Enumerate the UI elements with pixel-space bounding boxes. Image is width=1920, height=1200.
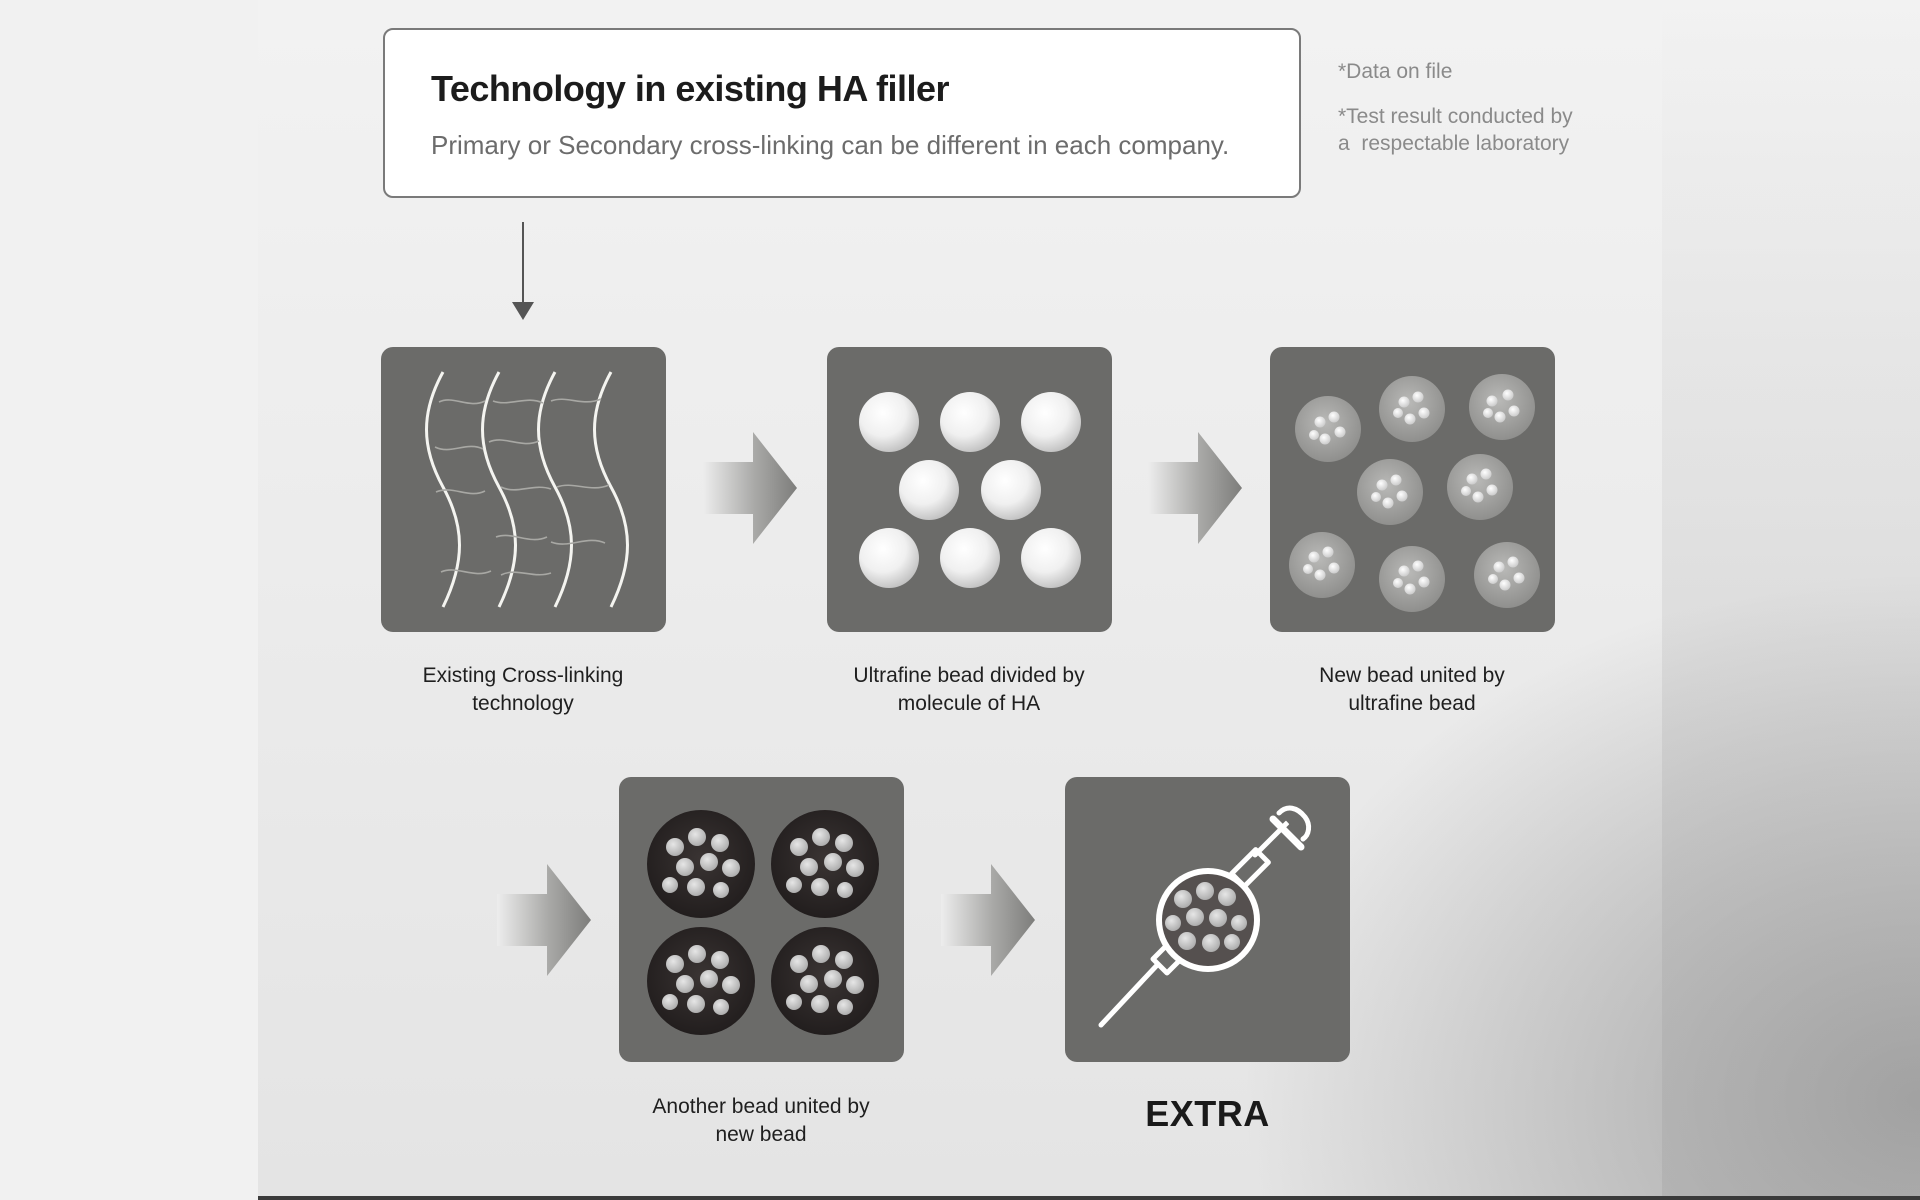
- syringe-icon: [1065, 777, 1350, 1062]
- step-panel-new-bead: [1270, 347, 1555, 632]
- page-subtitle: Primary or Secondary cross-linking can b…: [431, 130, 1229, 161]
- flow-arrow-3: [497, 864, 591, 976]
- page-title: Technology in existing HA filler: [431, 68, 949, 110]
- step-panel-another-bead: [619, 777, 904, 1062]
- clustered-beads-icon: [1270, 347, 1555, 632]
- white-beads-icon: [827, 347, 1112, 632]
- flow-arrow-1: [703, 432, 797, 544]
- left-margin: [0, 0, 258, 1200]
- caption-line: new bead: [601, 1121, 921, 1149]
- caption-line: Ultrafine bead divided by: [809, 662, 1129, 690]
- bottom-rule: [258, 1196, 1920, 1200]
- step-label-extra: EXTRA: [1065, 1093, 1350, 1135]
- down-arrow-icon: [505, 220, 541, 322]
- step-caption-new-bead: New bead united by ultrafine bead: [1252, 662, 1572, 718]
- caption-line: New bead united by: [1252, 662, 1572, 690]
- caption-line: Existing Cross-linking: [363, 662, 683, 690]
- caption-line: technology: [363, 690, 683, 718]
- footnote-test-result: *Test result conducted by a respectable …: [1338, 103, 1638, 157]
- step-panel-ultrafine-bead: [827, 347, 1112, 632]
- footnote-data-on-file: *Data on file: [1338, 58, 1452, 85]
- flow-arrow-4: [941, 864, 1035, 976]
- caption-line: ultrafine bead: [1252, 690, 1572, 718]
- title-box: Technology in existing HA filler Primary…: [383, 28, 1301, 198]
- caption-line: Another bead united by: [601, 1093, 921, 1121]
- step-caption-another-bead: Another bead united by new bead: [601, 1093, 921, 1149]
- dark-cluster-beads-icon: [619, 777, 904, 1062]
- step-caption-cross-linking: Existing Cross-linking technology: [363, 662, 683, 718]
- step-caption-ultrafine-bead: Ultrafine bead divided by molecule of HA: [809, 662, 1129, 718]
- caption-line: molecule of HA: [809, 690, 1129, 718]
- right-margin: [1662, 0, 1920, 1200]
- step-panel-extra: [1065, 777, 1350, 1062]
- wavy-strands-icon: [381, 347, 666, 632]
- flow-arrow-2: [1148, 432, 1242, 544]
- step-panel-cross-linking: [381, 347, 666, 632]
